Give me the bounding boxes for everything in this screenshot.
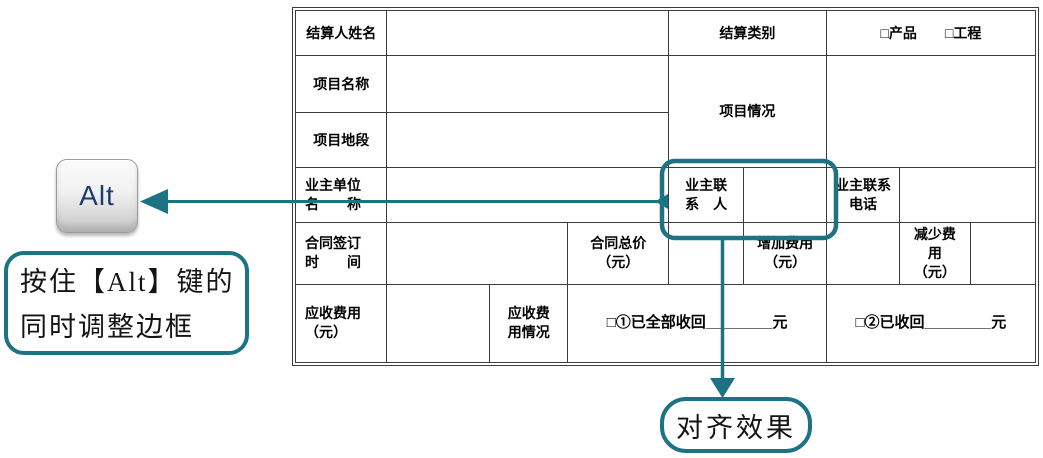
cell-settler-name-value[interactable] [386, 10, 669, 56]
cell-owner-phone-label: 业主联系 电话 [825, 167, 901, 223]
cell-contract-date-value[interactable] [386, 222, 569, 285]
cell-project-name-value[interactable] [386, 55, 669, 113]
cell-reduced-fee-label: 减少费 用 （元） [899, 222, 971, 285]
row-receivable: 应收费用 （元） 应收费 用情况 □①已全部收回________元 □②已收回_… [294, 283, 1037, 364]
cell-project-location-label: 项目地段 [294, 112, 388, 168]
cell-settler-name-label: 结算人姓名 [294, 10, 388, 56]
row-project-location: 项目地段 [294, 112, 1036, 168]
cell-owner-unit-label: 业主单位 名 称 [294, 167, 388, 223]
cell-receivable-status-label: 应收费 用情况 [489, 283, 569, 364]
cell-project-location-value[interactable] [386, 112, 669, 168]
cell-owner-contact-value[interactable] [743, 167, 827, 223]
cell-owner-contact-label: 业主联 系 人 [667, 167, 745, 223]
row-owner: 业主单位 名 称 业主联 系 人 业主联系 电话 [294, 167, 1036, 223]
callout-hold-alt-line2: 同时调整边框 [20, 312, 194, 342]
row-settler: 结算人姓名 结算类别 □产品 □工程 [294, 10, 1037, 56]
cell-added-fee-value[interactable] [825, 222, 901, 285]
callout-hold-alt: 按住【Alt】键的 同时调整边框 [4, 251, 249, 355]
callout-align-effect: 对齐效果 [660, 397, 812, 453]
callout-align-effect-label: 对齐效果 [676, 412, 796, 443]
cell-settlement-type-options[interactable]: □产品 □工程 [825, 10, 1037, 56]
settlement-form-table: 结算人姓名 结算类别 □产品 □工程 项目名称 项目情况 项目地段 业主单位 名… [292, 7, 1039, 366]
cell-receivable-label: 应收费用 （元） [294, 283, 388, 364]
row-contract: 合同签订 时 间 合同总价 （元） 增加费用 （元） 减少费 用 （元） [294, 222, 1037, 285]
alt-keycap: Alt [56, 159, 138, 233]
cell-recovered-all-option[interactable]: □①已全部收回________元 [567, 283, 827, 364]
cell-project-situation-value[interactable] [825, 55, 1037, 168]
cell-owner-phone-value[interactable] [899, 167, 1036, 223]
alt-keycap-label: Alt [79, 180, 115, 211]
cell-contract-total-value[interactable] [667, 222, 745, 285]
cell-contract-date-label: 合同签订 时 间 [294, 222, 388, 285]
cell-contract-total-label: 合同总价 （元） [567, 222, 669, 285]
cell-settlement-type-label: 结算类别 [667, 10, 827, 56]
left-arrowhead-icon [140, 189, 168, 214]
cell-recovered-partial-option[interactable]: □②已收回________元 [825, 283, 1037, 364]
cell-receivable-value[interactable] [386, 283, 491, 364]
row-project-name: 项目名称 项目情况 [294, 55, 1037, 168]
cell-reduced-fee-value[interactable] [969, 222, 1037, 285]
cell-added-fee-label: 增加费用 （元） [743, 222, 827, 285]
cell-project-situation-label: 项目情况 [667, 55, 827, 168]
cell-project-name-label: 项目名称 [294, 55, 388, 113]
callout-hold-alt-line1: 按住【Alt】键的 [20, 267, 235, 297]
cell-owner-unit-value[interactable] [386, 167, 669, 223]
down-arrowhead-icon [710, 378, 735, 398]
